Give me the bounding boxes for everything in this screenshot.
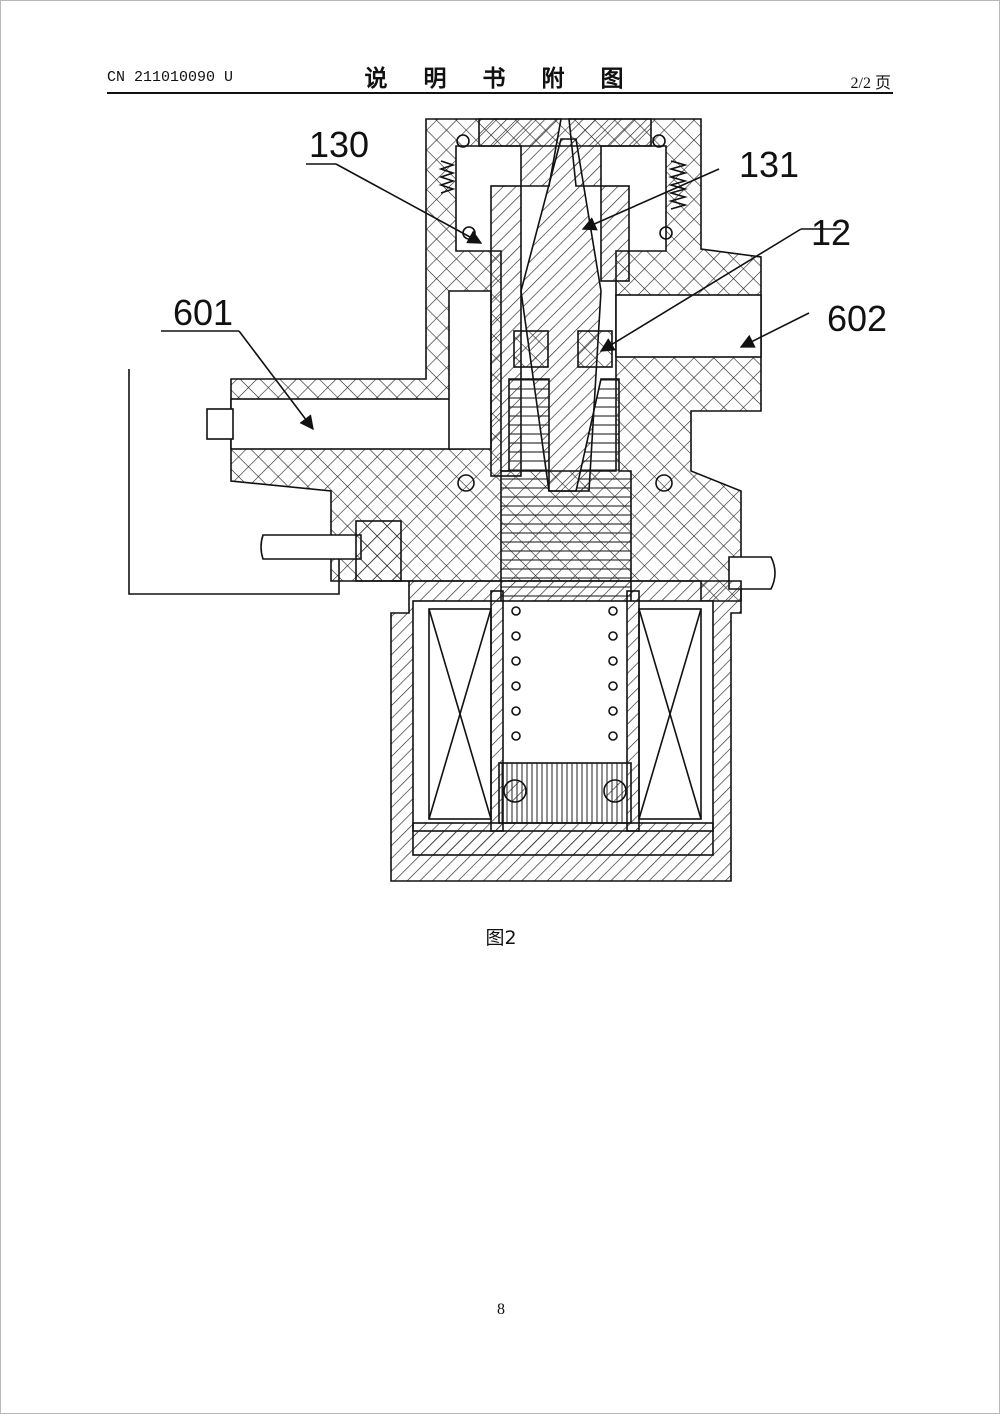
- top-spring: [668, 160, 688, 210]
- inlet-channel: [230, 398, 467, 450]
- leader-602: [739, 312, 810, 348]
- o-ring-3: [652, 134, 666, 148]
- figure-caption: 图2: [485, 927, 517, 949]
- header-rule: [107, 92, 893, 94]
- base-plate: [412, 822, 714, 856]
- ball-left: [503, 779, 527, 803]
- label-602: 602: [827, 298, 887, 339]
- o-ring-5: [457, 474, 475, 492]
- leader-131: [581, 168, 720, 231]
- leader-12: [599, 228, 802, 352]
- label-12: 12: [811, 212, 851, 253]
- o-ring-6: [655, 474, 673, 492]
- terminal-pin-left: [260, 534, 362, 560]
- label-131: 131: [739, 144, 799, 185]
- seal-right: [577, 330, 613, 368]
- o-ring-1: [456, 134, 470, 148]
- o-ring-4: [659, 226, 673, 240]
- patent-number: CN 211010090 U: [107, 69, 234, 86]
- outlet-channel: [615, 294, 762, 358]
- seal-left: [513, 330, 549, 368]
- leader-130: [335, 163, 483, 244]
- ball-right: [603, 779, 627, 803]
- label-130: 130: [309, 124, 369, 165]
- page-number: 8: [497, 1301, 505, 1318]
- page-count: 2/2 页: [850, 75, 891, 92]
- return-spring: [511, 606, 618, 741]
- label-601: 601: [173, 292, 233, 333]
- sleeve-right: [600, 185, 630, 282]
- section-title: 说 明 书 附 图: [364, 66, 638, 92]
- leader-601: [238, 330, 314, 431]
